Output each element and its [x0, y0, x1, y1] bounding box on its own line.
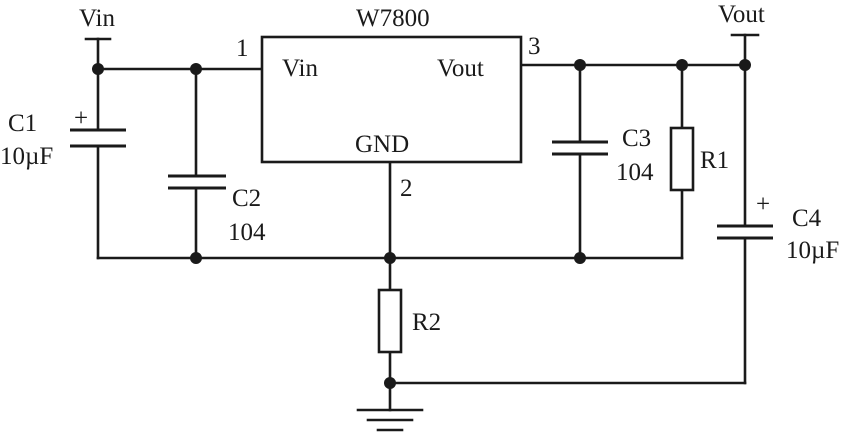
junction-dot	[676, 59, 688, 71]
ic-gnd-pin-label: GND	[355, 131, 409, 158]
c3-capacitor-icon	[552, 140, 608, 156]
c2-capacitor-icon	[168, 174, 226, 190]
junction-dot	[384, 377, 396, 389]
c4-capacitor-icon	[717, 224, 773, 240]
ground-icon	[356, 408, 424, 432]
junction-dot	[574, 59, 586, 71]
junction-dot	[384, 252, 396, 264]
pin-1-label: 1	[236, 35, 249, 62]
junction-dot	[190, 63, 202, 75]
c1-name-label: C1	[8, 110, 37, 137]
junction-dot	[574, 252, 586, 264]
c1-polarity-label: +	[74, 105, 88, 132]
junction-dot	[739, 59, 751, 71]
c4-name-label: C4	[792, 205, 822, 232]
ic-name-label: W7800	[356, 5, 430, 32]
r2-resistor-icon	[377, 288, 403, 354]
vin-rail-label: Vin	[79, 5, 115, 32]
junction-dots	[92, 59, 751, 389]
r1-resistor-icon	[669, 126, 695, 192]
c2-value-label: 104	[228, 219, 266, 246]
wires	[84, 33, 760, 412]
junction-dot	[190, 252, 202, 264]
c1-capacitor-icon	[70, 128, 126, 148]
vout-rail-label: Vout	[718, 1, 765, 28]
c4-value-label: 10µF	[786, 237, 839, 264]
c3-value-label: 104	[616, 159, 654, 186]
c1-value-label: 10µF	[0, 143, 53, 170]
pin-3-label: 3	[528, 33, 541, 60]
junction-dot	[92, 63, 104, 75]
ic-vout-pin-label: Vout	[437, 55, 484, 82]
c2-name-label: C2	[232, 185, 261, 212]
ic-body	[260, 35, 523, 164]
c3-name-label: C3	[622, 125, 651, 152]
c4-polarity-label: +	[756, 191, 770, 218]
pin-2-label: 2	[400, 175, 413, 202]
ic-vin-pin-label: Vin	[282, 55, 318, 82]
r2-name-label: R2	[412, 309, 441, 336]
r1-name-label: R1	[700, 147, 729, 174]
